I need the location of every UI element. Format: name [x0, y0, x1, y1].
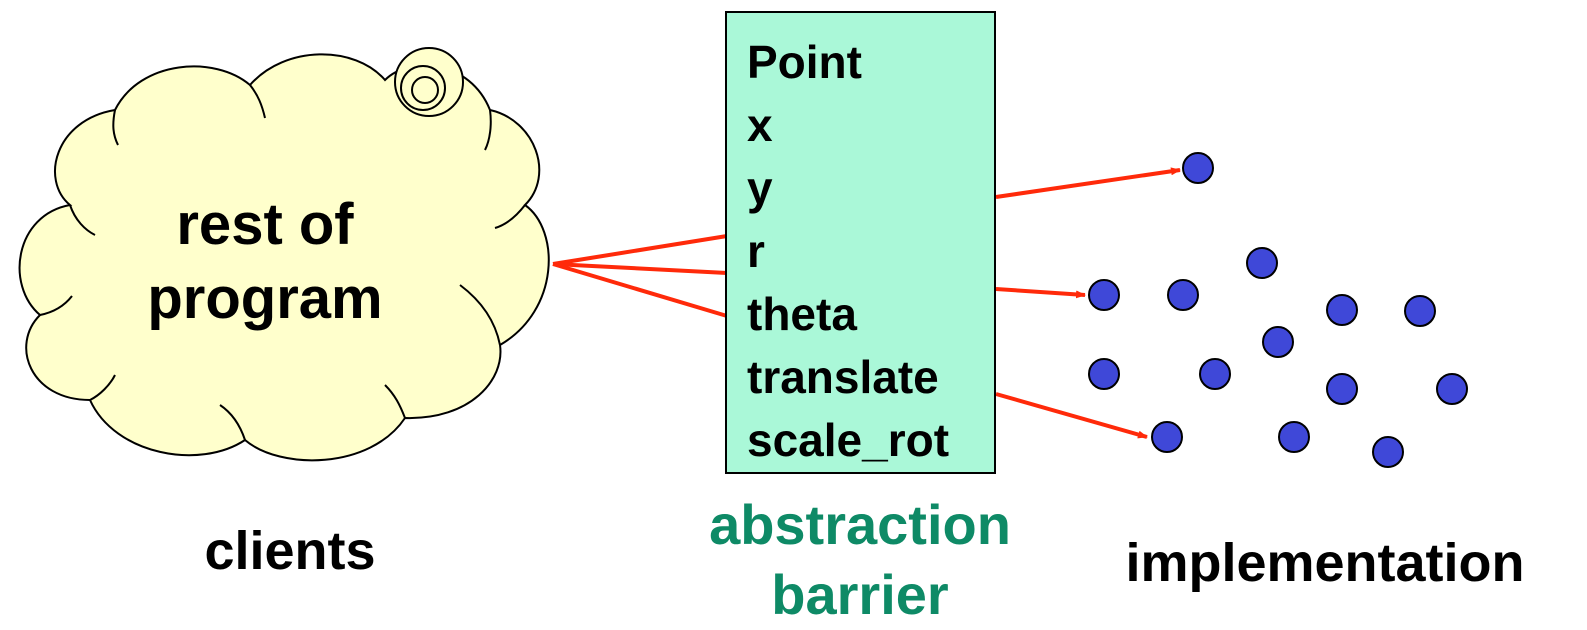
client-lines: [552, 234, 728, 318]
barrier-member-x: x: [747, 99, 773, 151]
dot: [1088, 279, 1120, 311]
dot: [1278, 421, 1310, 453]
barrier-member-point: Point: [747, 36, 862, 88]
abstraction-barrier-box: Point x y r theta translate scale_rot: [725, 11, 996, 474]
barrier-member-r: r: [747, 225, 765, 277]
implementation-dots: [1088, 152, 1468, 468]
dot: [1262, 326, 1294, 358]
caption-implementation: implementation: [1125, 533, 1525, 593]
barrier-member-y: y: [747, 162, 773, 214]
dot: [1246, 247, 1278, 279]
thought-bubbles: [394, 47, 464, 117]
dot: [1436, 373, 1468, 405]
cloud-label-line2: program: [147, 266, 383, 331]
barrier-member-theta: theta: [747, 288, 857, 340]
dot: [1182, 152, 1214, 184]
cloud-label: rest of program: [130, 188, 400, 336]
dot: [1151, 421, 1183, 453]
caption-barrier-line1: abstraction: [709, 493, 1011, 556]
implementation-arrows: [995, 167, 1181, 439]
caption-abstraction-barrier: abstraction barrier: [660, 490, 1060, 630]
dot: [1167, 279, 1199, 311]
caption-barrier-line2: barrier: [771, 563, 949, 626]
caption-clients: clients: [204, 521, 376, 581]
barrier-member-translate: translate: [747, 351, 939, 403]
barrier-member-scale-rot: scale_rot: [747, 414, 950, 466]
dot: [1404, 295, 1436, 327]
dot: [1372, 436, 1404, 468]
dot: [1199, 358, 1231, 390]
cloud-shape: [18, 53, 550, 462]
dot: [1326, 294, 1358, 326]
dot: [1088, 358, 1120, 390]
dot: [1326, 373, 1358, 405]
cloud-label-line1: rest of: [176, 192, 354, 257]
barrier-member-list: Point x y r theta translate scale_rot: [747, 31, 949, 472]
